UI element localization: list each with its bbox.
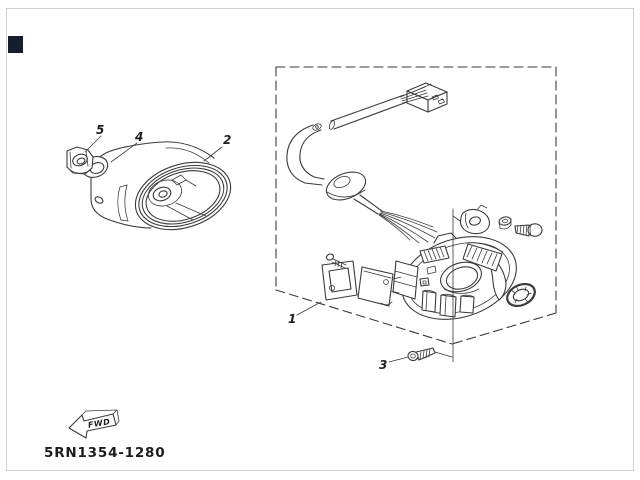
callout-2: 2 [223,133,231,147]
coil-bracket-drawing [321,260,358,301]
seal-ring-drawing [506,282,536,308]
dashed-boundary-box [275,66,557,345]
connector-drawing [406,82,448,113]
wiring-harness-drawing [286,82,448,244]
small-bolt-drawing [514,223,543,237]
corner-marker [8,36,23,53]
part-number-label: 5RN1354-1280 [44,445,165,461]
small-parts-group [452,204,543,363]
callout-1: 1 [288,312,296,326]
small-nut-drawing [498,216,512,230]
callout-5: 5 [96,123,104,137]
grommet-drawing [325,171,367,201]
wire-clamp-drawing [459,204,490,235]
callout-3: 3 [379,358,387,372]
callouts: 1 2 3 4 5 [84,123,409,372]
nut-drawing [66,146,94,175]
callout-4: 4 [134,130,143,144]
fwd-arrow-icon: FWD [68,409,120,439]
page-frame [6,8,634,471]
bracket-screw-drawing [325,253,347,269]
fwd-label: FWD [87,417,111,430]
screw-drawing [407,347,453,362]
stator-assembly-drawing [321,232,536,320]
flywheel-rotor-drawing [90,141,232,231]
ignition-coil-drawing [357,266,394,307]
